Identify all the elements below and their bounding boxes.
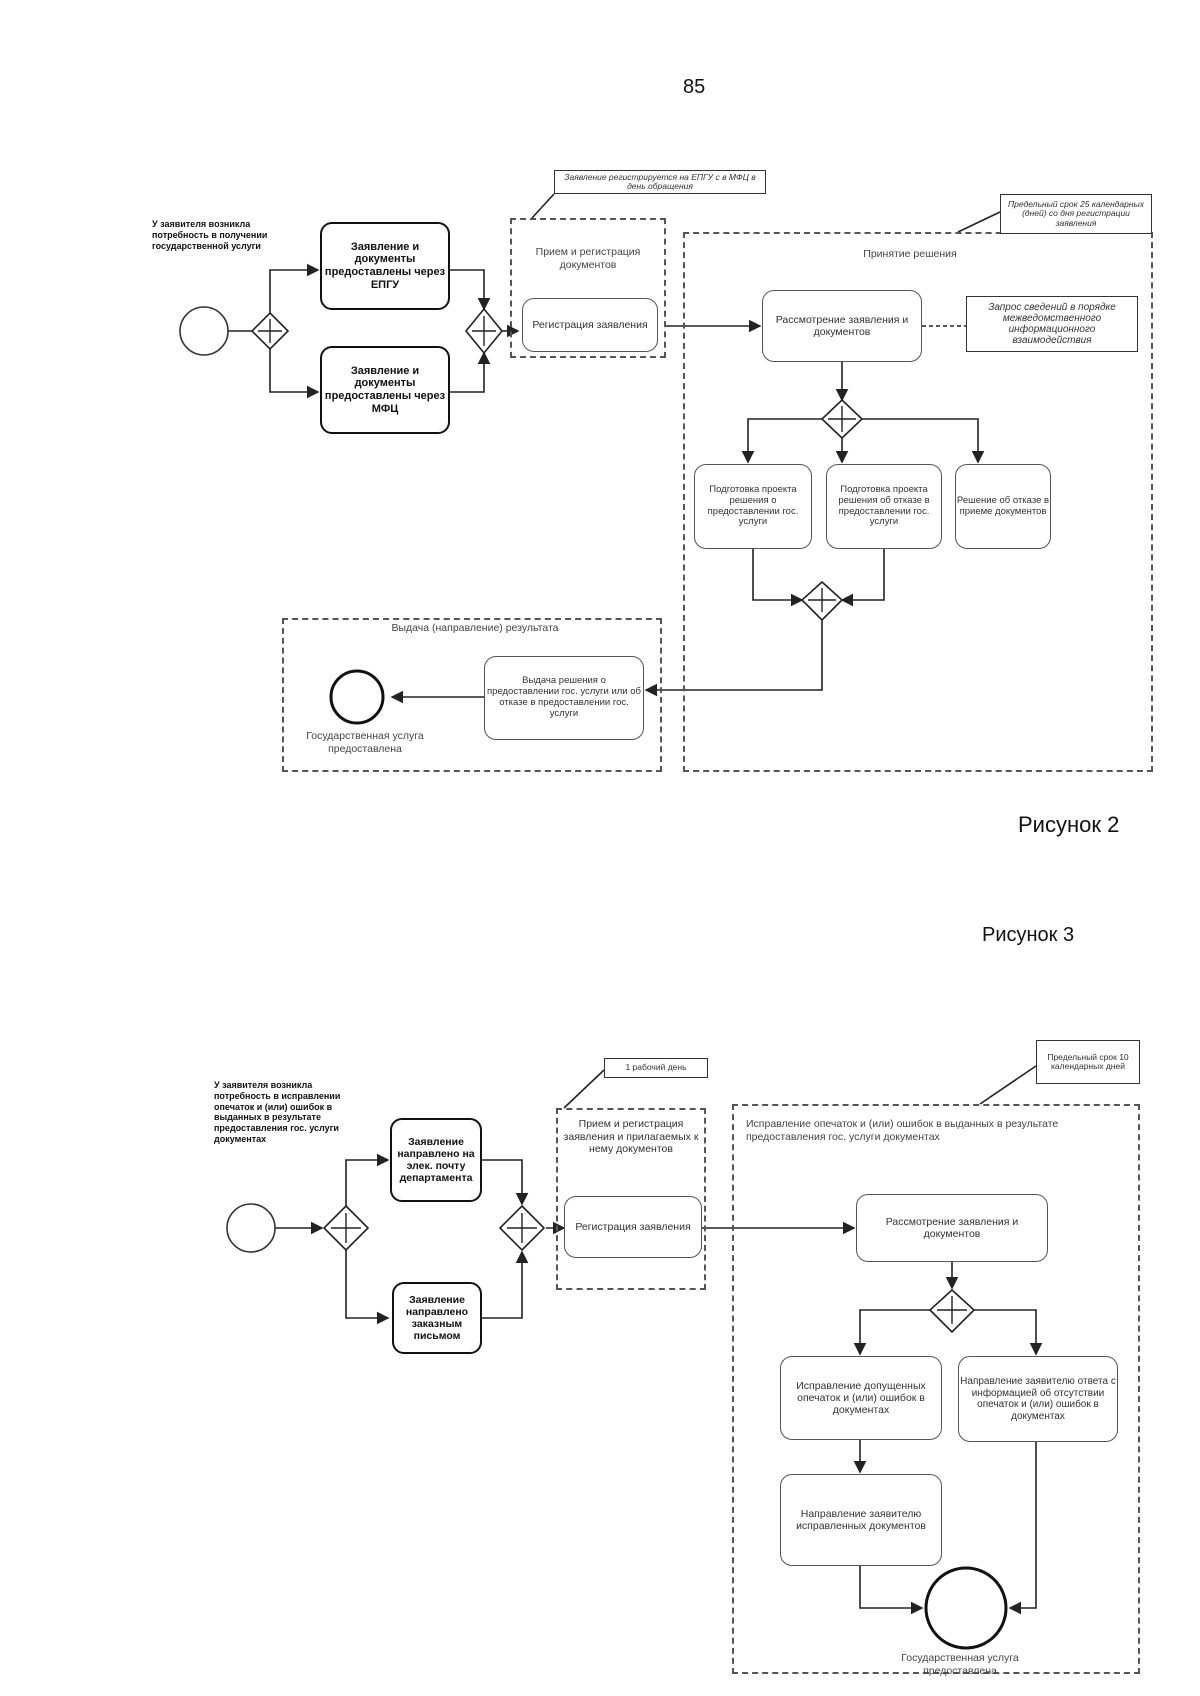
fig3-start-note: У заявителя возникла потребность в испра… bbox=[214, 1080, 341, 1144]
request-box: Запрос сведений в порядке межведомственн… bbox=[966, 296, 1138, 352]
day-note: 1 рабочий день bbox=[604, 1058, 708, 1078]
fig3-reg-group-title: Прием и регистрация заявления и прилагае… bbox=[563, 1118, 699, 1156]
mfc-box: Заявление и документы предоставлены чере… bbox=[320, 346, 450, 434]
fig2-end-label: Государственная услуга предоставлена bbox=[306, 730, 424, 755]
fix-group-title: Исправление опечаток и (или) ошибок в вы… bbox=[746, 1118, 1059, 1143]
refuse-docs-box: Решение об отказе в приеме документов bbox=[955, 464, 1051, 549]
fig2-reg-note: Заявление регистрируется на ЕПГУ с в МФЦ… bbox=[554, 170, 766, 194]
fig2-reg-box: Регистрация заявления bbox=[522, 298, 658, 352]
figure3-caption: Рисунок 3 bbox=[982, 924, 1075, 946]
fig2-start-note: У заявителя возникла потребность в получ… bbox=[152, 219, 268, 251]
issue-group-title: Выдача (направление) результата bbox=[391, 622, 559, 634]
no-errors-box: Направление заявителю ответа с информаци… bbox=[958, 1356, 1118, 1442]
fig2-deadline-note: Предельный срок 25 календарных (дней) со… bbox=[1000, 194, 1152, 234]
epgu-box: Заявление и документы предоставлены чере… bbox=[320, 222, 450, 310]
fig3-end-label: Государственная услуга предоставлена bbox=[901, 1652, 1019, 1677]
mail-box: Заявление направлено заказным письмом bbox=[392, 1282, 482, 1354]
email-box: Заявление направлено на элек. почту депа… bbox=[390, 1118, 482, 1202]
issue-group bbox=[282, 618, 662, 772]
send-fixed-box: Направление заявителю исправленных докум… bbox=[780, 1474, 942, 1566]
figure2-caption: Рисунок 2 bbox=[1018, 812, 1120, 837]
decision-group-title: Принятие решения bbox=[863, 248, 957, 260]
issue-box: Выдача решения о предоставлении гос. усл… bbox=[484, 656, 644, 740]
fig2-reg-group-title: Прием и регистрация документов bbox=[535, 246, 641, 271]
prep-refuse-box: Подготовка проекта решения об отказе в п… bbox=[826, 464, 942, 549]
page-number: 85 bbox=[683, 76, 706, 98]
reg-group bbox=[510, 218, 666, 358]
fig3-deadline-note: Предельный срок 10 календарных дней bbox=[1036, 1040, 1140, 1084]
prep-grant-box: Подготовка проекта решения о предоставле… bbox=[694, 464, 812, 549]
fig3-review-box: Рассмотрение заявления и документов bbox=[856, 1194, 1048, 1262]
fig3-reg-group bbox=[556, 1108, 706, 1290]
fix-box: Исправление допущенных опечаток и (или) … bbox=[780, 1356, 942, 1440]
decision-group bbox=[683, 232, 1153, 772]
fig3-reg-box: Регистрация заявления bbox=[564, 1196, 702, 1258]
review-box: Рассмотрение заявления и документов bbox=[762, 290, 922, 362]
fix-group bbox=[732, 1104, 1140, 1674]
